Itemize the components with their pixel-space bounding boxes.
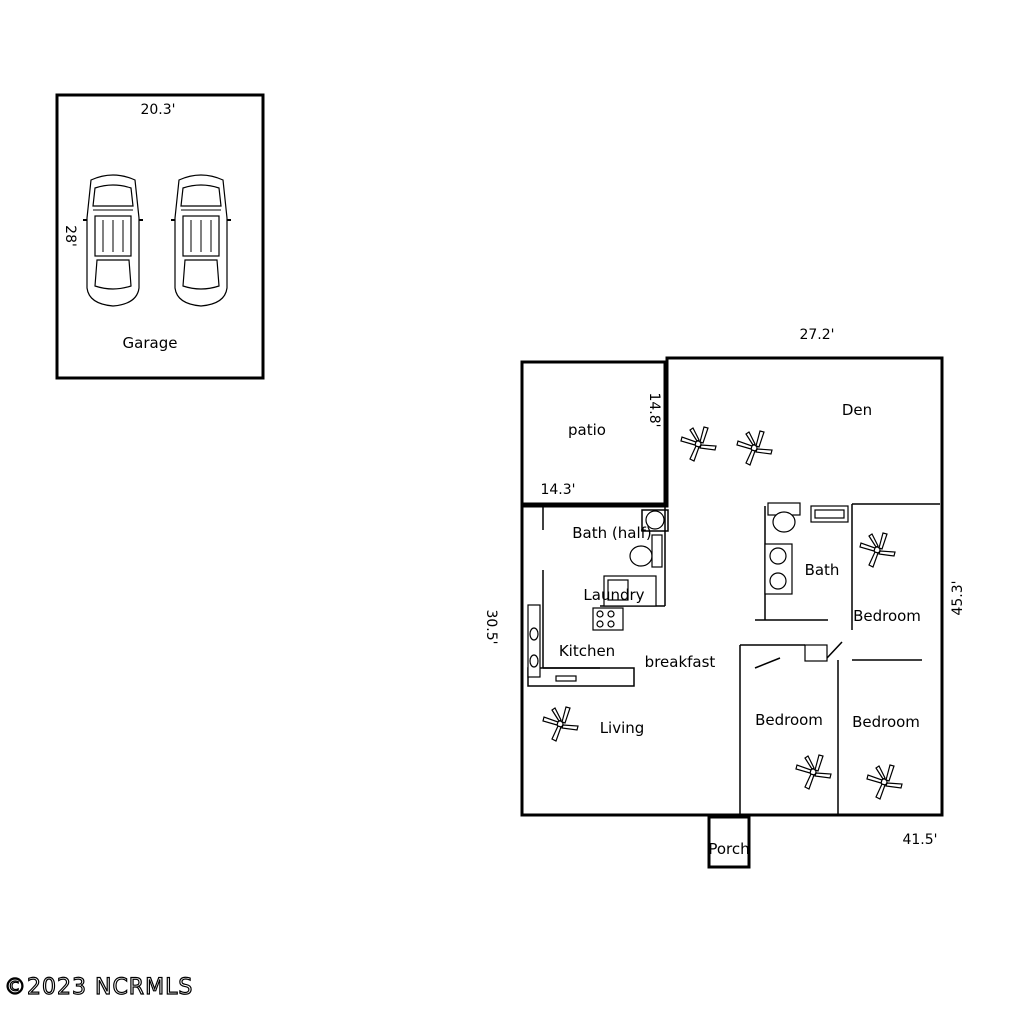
sink-icon <box>645 510 665 530</box>
ceiling-fan-icon <box>680 426 717 462</box>
patio-outline <box>520 360 667 506</box>
car-icon <box>170 174 232 307</box>
dim-left: 30.5' <box>483 609 499 644</box>
dim-patio-depth: 14.8' <box>646 392 662 427</box>
room-label-porch: Porch <box>708 840 749 858</box>
room-label-bath: Bath <box>805 561 840 579</box>
toilet-icon <box>629 545 653 567</box>
room-label-den: Den <box>842 401 872 419</box>
garage-label: Garage <box>123 334 178 352</box>
ceiling-fan-icon <box>866 764 903 800</box>
room-label-laundry: Laundry <box>583 586 644 604</box>
room-label-bedroom-far: Bedroom <box>852 713 920 731</box>
dim-bottom: 41.5' <box>902 832 937 848</box>
car-icon <box>82 174 144 307</box>
ceiling-fan-icon <box>859 532 896 568</box>
ceiling-fan-icon <box>542 706 579 742</box>
room-label-bedroom-right: Bedroom <box>853 607 921 625</box>
porch-outline <box>707 815 751 869</box>
room-label-kitchen: Kitchen <box>559 642 615 660</box>
garage-depth-dim: 28' <box>62 225 78 247</box>
dim-right: 45.3' <box>950 580 966 615</box>
garage-outline <box>55 93 265 380</box>
ceiling-fan-icon <box>736 430 773 466</box>
room-label-patio: patio <box>568 421 606 439</box>
watermark: ©2023 NCRMLS <box>4 975 193 1000</box>
room-label-bedroom-middle: Bedroom <box>755 711 823 729</box>
dim-patio-width: 14.3' <box>540 482 575 498</box>
dim-top: 27.2' <box>799 327 834 343</box>
ceiling-fan-icon <box>795 754 832 790</box>
stove-icon <box>592 607 624 631</box>
garage-width-dim: 20.3' <box>140 102 175 118</box>
toilet-icon <box>772 511 796 533</box>
room-label-bath-half: Bath (half) <box>572 524 652 542</box>
kitchen-counter <box>527 667 635 687</box>
house: patio Den Bath (half) Laundry Kitchen br… <box>483 327 966 869</box>
room-label-breakfast: breakfast <box>645 653 716 671</box>
room-label-living: Living <box>600 719 645 737</box>
garage: 20.3' 28' Garage <box>55 93 265 380</box>
